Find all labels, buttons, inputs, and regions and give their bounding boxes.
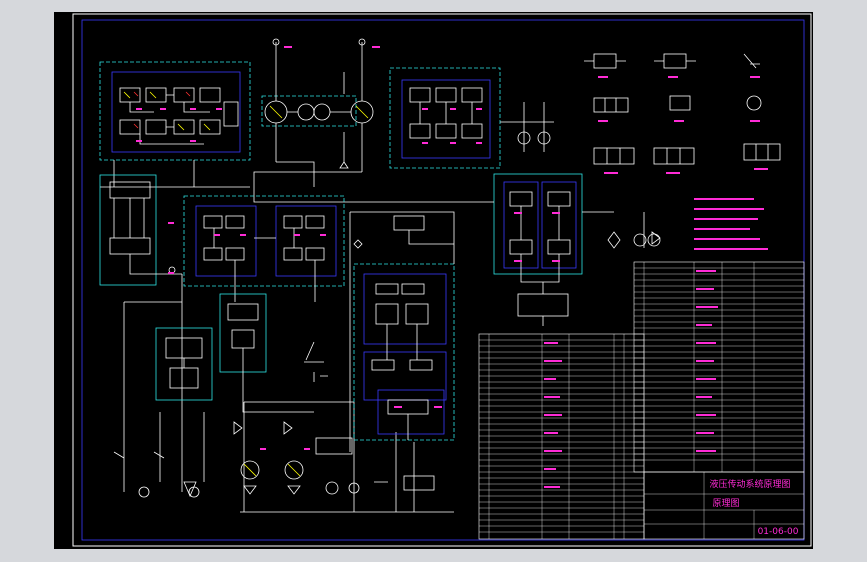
center-cabinet-group	[349, 211, 455, 452]
middle-lower-group	[219, 293, 328, 413]
bottom-pump-bank	[233, 401, 454, 513]
left-pump-group	[113, 327, 213, 498]
left-vertical-stack	[99, 174, 183, 492]
right-upper-valve-group	[389, 67, 554, 169]
dashed-enclosure	[99, 174, 157, 286]
drawing-title: 液压传动系统原理图	[709, 478, 790, 490]
drawing-frame-outer	[72, 13, 812, 547]
symbol-legend	[584, 53, 781, 249]
middle-valve-group	[183, 195, 345, 302]
hydraulic-schematic-canvas: 液压传动系统原理图 原理图 01-06-00	[72, 13, 812, 547]
dashed-enclosure	[99, 61, 251, 161]
title-block: 液压传动系统原理图 原理图 01-06-00	[643, 471, 805, 540]
parts-list-table	[478, 261, 805, 540]
right-middle-valve-group	[474, 173, 614, 326]
drawing-subtitle: 原理图	[712, 498, 739, 509]
left-valve-group	[99, 61, 251, 188]
inner-enclosure	[111, 71, 241, 153]
drawing-sheet[interactable]: 液压传动系统原理图 原理图 01-06-00	[54, 12, 813, 549]
component-tags	[136, 46, 768, 450]
center-pump-motor	[253, 38, 474, 203]
drawing-number: 01-06-00	[758, 527, 799, 537]
